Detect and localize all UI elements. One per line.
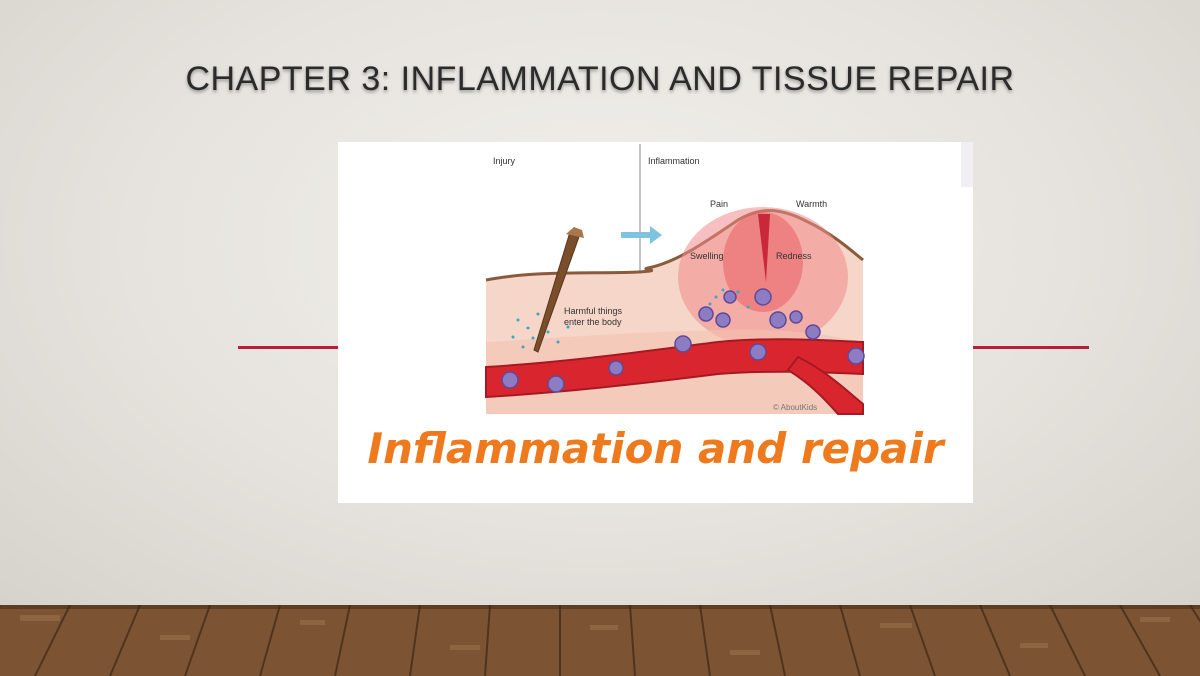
white-blood-cell [501,371,519,389]
white-blood-cell [754,288,772,306]
white-blood-cell [847,347,865,365]
accent-rule-left [238,346,338,349]
white-blood-cell [608,360,624,376]
white-blood-cell [789,310,803,324]
splinter-tip [566,227,584,238]
label-swelling: Swelling [690,251,724,261]
figure-caption: Inflammation and repair [367,424,944,473]
white-blood-cell [723,290,737,304]
panel-label-inflammation: Inflammation [648,156,700,166]
slide-title: CHAPTER 3: INFLAMMATION AND TISSUE REPAI… [185,60,1015,98]
label-harmful-line2: enter the body [564,317,622,327]
white-blood-cell [769,311,787,329]
inflammation-illustration: Injury Inflammation [485,142,973,415]
redness-core [723,212,803,312]
label-redness: Redness [776,251,812,261]
floor-planks [0,605,1200,676]
label-warmth: Warmth [796,199,827,209]
label-harmful-line1: Harmful things [564,306,623,316]
white-blood-cell [805,324,821,340]
white-blood-cell [674,335,692,353]
white-blood-cell [547,375,565,393]
redness-zone [678,207,848,347]
white-blood-cell [698,306,714,322]
blood-vessel [485,338,864,399]
accent-rule-right [973,346,1089,349]
white-blood-cell [715,312,731,328]
white-blood-cell [749,343,767,361]
wound-cut [758,214,770,282]
inflammation-figure: Injury Inflammation [338,142,973,503]
arrow-icon [621,226,662,244]
germ-particles [511,288,750,349]
scroll-stub [961,142,973,187]
panel-label-injury: Injury [493,156,516,166]
label-pain: Pain [710,199,728,209]
image-credit: © AboutKids [773,403,817,412]
wood-floor [0,605,1200,676]
blood-vessel-branch [786,355,864,415]
